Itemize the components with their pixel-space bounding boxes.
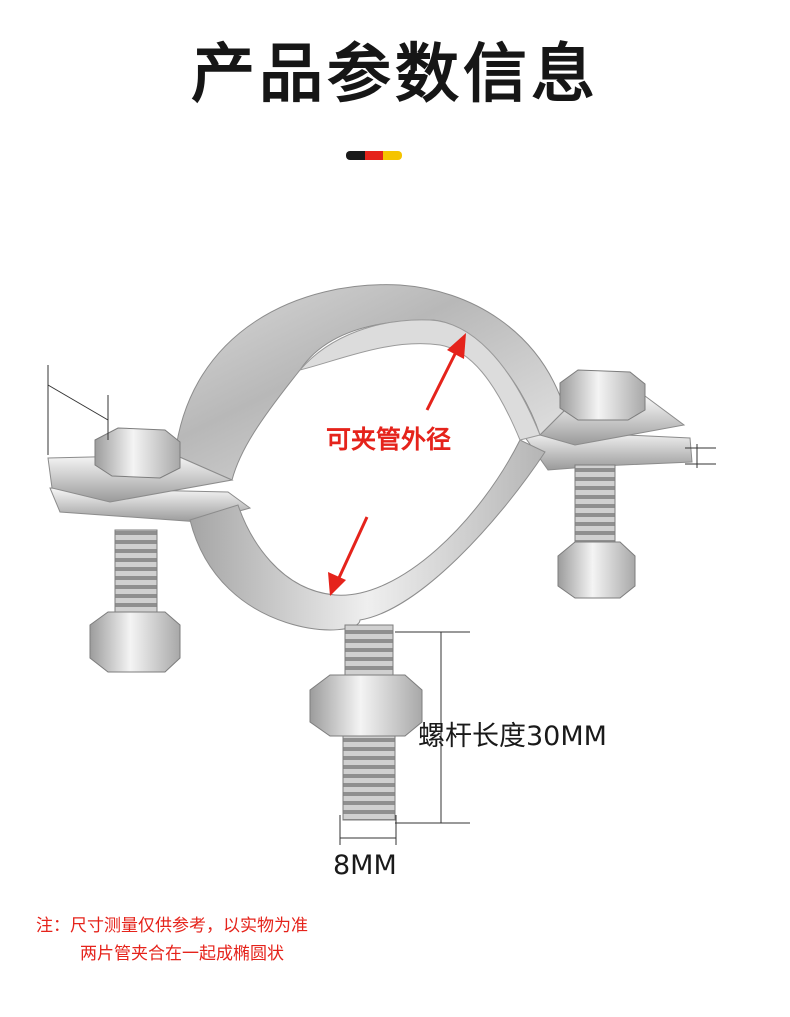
left-bolt-thread (114, 529, 158, 621)
pipe-clamp-illustration (47, 284, 716, 845)
rod-diameter-label: 8MM (333, 850, 397, 881)
rod-length-label: 螺杆长度30MM (418, 721, 607, 752)
left-nut (89, 611, 181, 673)
right-nut (557, 541, 636, 599)
note-line-1: 注：尺寸测量仅供参考，以实物为准 (36, 916, 308, 936)
page-title: 产品参数信息 (191, 38, 599, 112)
right-bolt-thread (574, 464, 616, 551)
arrow-up-head (447, 333, 466, 359)
left-bolt-head (94, 427, 181, 479)
right-bolt-head (559, 369, 646, 421)
bottom-band (189, 439, 546, 631)
front-bolt-thread-lower (342, 724, 396, 821)
accent-black (346, 151, 365, 160)
accent-red (364, 151, 384, 160)
arrow-down-head (328, 572, 346, 596)
note-line-2: 两片管夹合在一起成椭圆状 (80, 944, 284, 964)
front-nut (309, 674, 423, 737)
accent-yellow (383, 151, 402, 160)
dim-left-diagonal (47, 384, 109, 421)
inner-diameter-label: 可夹管外径 (326, 425, 452, 454)
arrow-down-shaft (336, 516, 369, 581)
accent-bar (346, 151, 402, 160)
arrow-up-shaft (425, 347, 460, 411)
